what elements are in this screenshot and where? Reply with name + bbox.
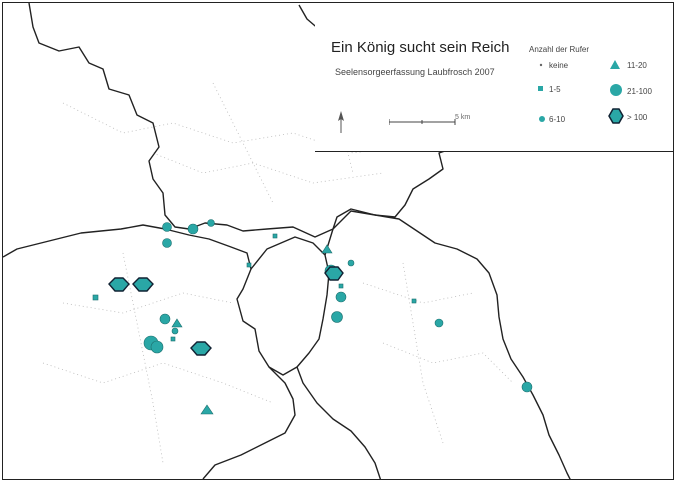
survey-marker <box>92 294 99 301</box>
legend-item-label: 1-5 <box>549 85 561 94</box>
survey-marker <box>132 277 154 292</box>
survey-marker <box>521 381 533 393</box>
north-arrow-icon <box>338 111 344 133</box>
survey-marker <box>434 318 444 328</box>
survey-marker <box>171 318 183 328</box>
map-subtitle: Seelensorgeerfassung Laubfrosch 2007 <box>335 67 495 77</box>
legend-item-label: 21-100 <box>627 87 652 96</box>
hexagon-icon <box>608 108 624 124</box>
square-icon <box>538 86 543 91</box>
survey-marker <box>200 404 214 415</box>
region-west-boundary <box>3 224 296 479</box>
survey-marker <box>331 311 343 323</box>
survey-marker <box>171 327 179 335</box>
survey-marker <box>170 336 176 342</box>
survey-marker <box>108 277 130 292</box>
survey-marker <box>347 259 355 267</box>
survey-marker <box>338 283 344 289</box>
map-frame: Ein König sucht sein Reich Seelensorgeer… <box>2 2 674 480</box>
survey-marker <box>162 222 172 232</box>
legend-item-label: 6-10 <box>549 115 566 124</box>
scalebar <box>389 119 456 125</box>
survey-marker <box>272 233 278 239</box>
survey-marker <box>159 313 171 325</box>
survey-marker <box>246 262 252 268</box>
survey-marker <box>411 298 417 304</box>
triangle-icon <box>610 60 620 69</box>
survey-marker <box>321 244 333 254</box>
map-title: Ein König sucht sein Reich <box>331 39 510 56</box>
scalebar-label: 5 km <box>455 114 471 121</box>
map-canvas <box>3 3 571 479</box>
legend-heading: Anzahl der Rufer <box>529 45 590 54</box>
region-center-boundary <box>250 236 330 376</box>
legend-item-label: 11-20 <box>627 61 647 70</box>
small-dot-icon <box>539 63 543 67</box>
circle-icon <box>610 84 622 96</box>
legend-item-label: > 100 <box>627 113 648 122</box>
marker-layer <box>92 219 533 415</box>
survey-marker <box>190 341 212 356</box>
survey-marker <box>150 340 164 354</box>
survey-marker <box>207 219 215 227</box>
small-circle-icon <box>539 116 545 122</box>
survey-marker <box>187 223 199 235</box>
survey-marker <box>335 291 347 303</box>
legend-box: Ein König sucht sein Reich Seelensorgeer… <box>315 15 673 152</box>
legend-item-label: keine <box>549 61 569 70</box>
region-east-boundary <box>296 210 571 479</box>
survey-marker <box>162 238 172 248</box>
survey-marker <box>324 266 344 281</box>
